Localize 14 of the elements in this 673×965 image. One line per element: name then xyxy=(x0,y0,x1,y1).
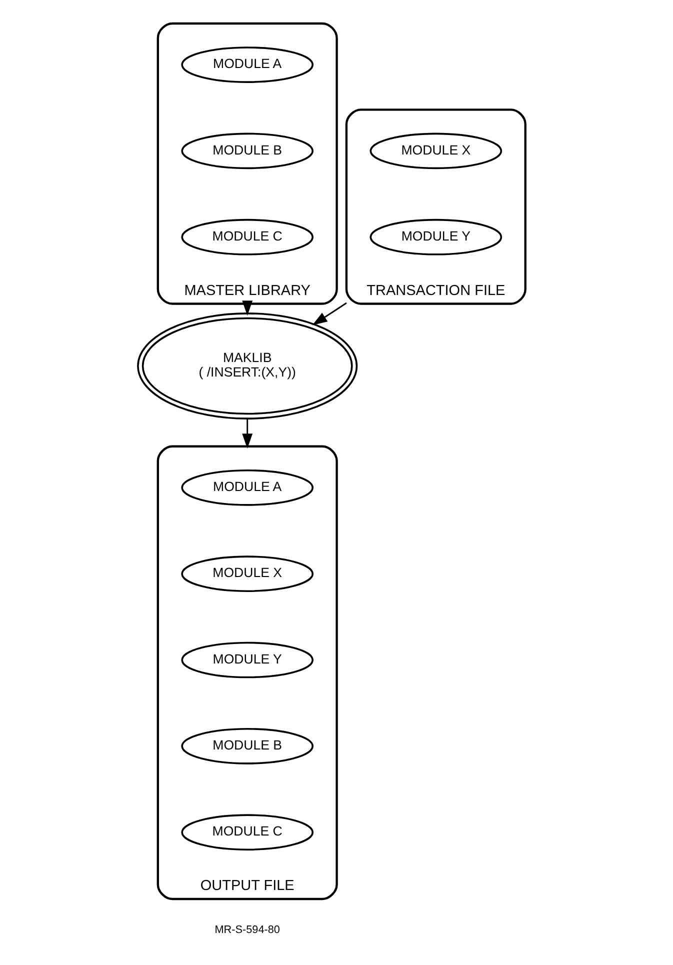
arrow xyxy=(242,300,253,316)
node-ellipse: MODULE Y xyxy=(370,218,502,255)
node-ellipse: MODULE C xyxy=(181,814,314,850)
node-ellipse: MODULE Y xyxy=(181,641,314,678)
node-ellipse: MODULE B xyxy=(181,727,314,764)
node-ellipse: MODULE B xyxy=(181,132,314,169)
arrow xyxy=(312,302,347,325)
node-ellipse: MODULE C xyxy=(181,218,314,255)
arrow xyxy=(242,418,253,448)
label: MR-S-594-80 xyxy=(214,924,280,936)
node-ellipse: MODULE X xyxy=(370,132,502,169)
node-ellipse: MODULE A xyxy=(181,46,314,82)
node-ellipse: MODULE A xyxy=(181,468,314,506)
node-ellipse: MODULE X xyxy=(181,555,314,592)
